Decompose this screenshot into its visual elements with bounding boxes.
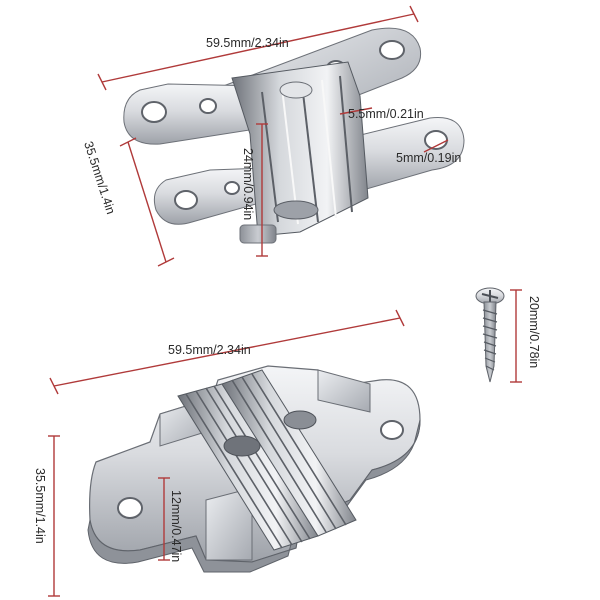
bottom-length-dimension: 59.5mm/2.34in bbox=[49, 309, 405, 395]
bottom-hinge bbox=[87, 365, 421, 573]
top-leaf-width-label: 24mm/0.94in bbox=[241, 148, 255, 220]
bottom-depth-dimension: 12mm/0.47in bbox=[158, 477, 183, 562]
top-hinge-lower-leaf bbox=[153, 167, 271, 225]
bottom-length-label: 59.5mm/2.34in bbox=[168, 343, 251, 357]
bottom-depth-label: 12mm/0.47in bbox=[169, 490, 183, 562]
screw-length-dimension: 20mm/0.78in bbox=[510, 289, 541, 383]
hole-icon bbox=[117, 497, 143, 519]
screw-length-label: 20mm/0.78in bbox=[527, 296, 541, 368]
hole-icon bbox=[380, 420, 404, 440]
top-hinge-left-leaf bbox=[123, 83, 263, 145]
hole-icon bbox=[379, 40, 405, 60]
screw bbox=[475, 287, 505, 383]
top-hole-spacing-dimension: 5.5mm/0.21in bbox=[339, 107, 424, 121]
screw-shank-icon bbox=[483, 301, 497, 383]
hole-icon bbox=[174, 190, 198, 210]
top-height-label: 35.5mm/1.4in bbox=[81, 140, 118, 216]
top-hole-spacing-label: 5.5mm/0.21in bbox=[348, 107, 424, 121]
hole-icon bbox=[224, 181, 240, 195]
top-length-dimension: 59.5mm/2.34in bbox=[97, 5, 419, 91]
top-length-label: 59.5mm/2.34in bbox=[206, 36, 289, 50]
top-hole-diameter-label: 5mm/0.19in bbox=[396, 151, 461, 165]
top-hole-diameter-dimension: 5mm/0.19in bbox=[396, 139, 461, 165]
bottom-height-dimension: 35.5mm/1.4in bbox=[33, 435, 60, 597]
hole-icon bbox=[199, 98, 217, 114]
top-leaf-width-dimension: 24mm/0.94in bbox=[241, 123, 268, 257]
bottom-height-label: 35.5mm/1.4in bbox=[33, 468, 47, 544]
top-hinge bbox=[123, 27, 465, 244]
hole-icon bbox=[141, 101, 167, 123]
